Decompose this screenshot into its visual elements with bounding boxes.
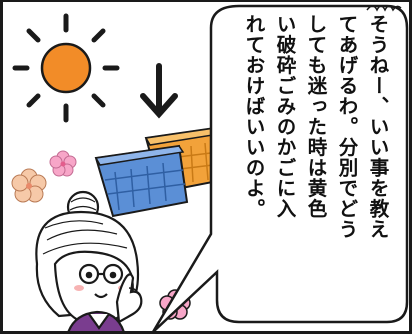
speech-bubble <box>152 4 409 331</box>
sun-icon <box>12 13 120 123</box>
corner-scribble <box>366 5 402 12</box>
flower-icon <box>11 168 47 203</box>
speech-line: れておけばいいのよ。 <box>242 14 265 219</box>
speech-line: しても迷った時は黄色 <box>304 14 327 219</box>
speech-line: てあげるわ。分別でどう <box>335 14 358 240</box>
speech-line: い破砕ごみのかごに入 <box>273 14 296 219</box>
blue-basket <box>94 144 189 218</box>
speech-text: そうねー、いい事を教え てあげるわ。分別でどう しても迷った時は黄色 い破砕ごみ… <box>221 14 393 310</box>
panel-scene <box>11 4 409 331</box>
speech-line: そうねー、いい事を教え <box>366 14 389 240</box>
down-arrow-icon <box>140 63 178 119</box>
grandmother-character <box>35 190 143 331</box>
flower-icon <box>49 150 77 177</box>
